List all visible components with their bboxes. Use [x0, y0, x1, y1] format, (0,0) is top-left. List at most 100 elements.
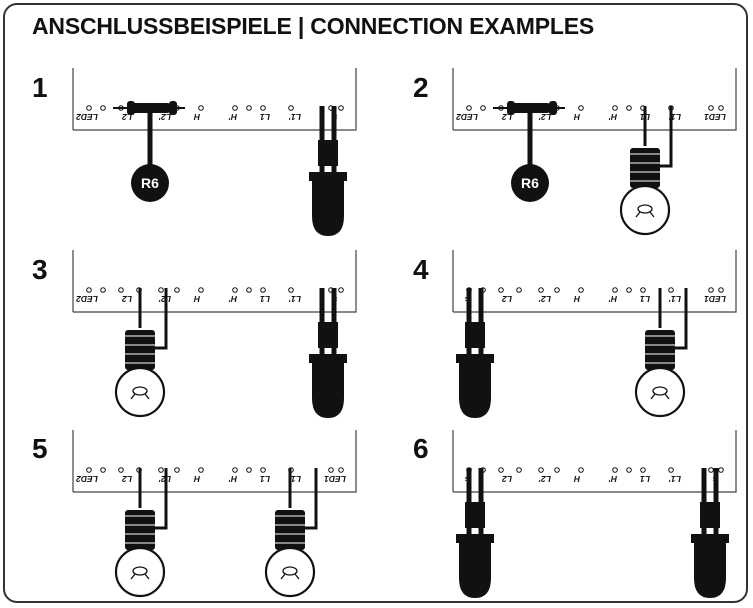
terminal-label: H'	[228, 474, 237, 484]
terminal-label: L1'	[288, 294, 301, 304]
terminal-hole	[718, 467, 724, 473]
terminal-hole	[198, 105, 204, 111]
led-icon	[694, 542, 726, 598]
terminal-hole	[516, 467, 522, 473]
led-flange	[456, 354, 494, 363]
panel-number-3: 3	[32, 254, 48, 285]
terminal-hole	[86, 105, 92, 111]
led-icon	[459, 542, 491, 598]
terminal-label: L1'	[288, 112, 301, 122]
bulb-socket	[125, 510, 155, 550]
terminal-label: L1	[260, 112, 270, 122]
terminal-hole	[86, 467, 92, 473]
terminal-hole	[158, 287, 164, 293]
terminal-label: H'	[228, 294, 237, 304]
terminal-block-outline	[452, 430, 737, 493]
terminal-label: L1	[640, 294, 650, 304]
bulb-wire	[154, 288, 168, 350]
terminal-label: LED1	[704, 112, 726, 122]
terminal-hole	[538, 287, 544, 293]
bulb-filament	[650, 393, 670, 400]
led-sleeve	[318, 140, 338, 166]
led-icon	[312, 362, 344, 418]
terminal-hole	[466, 105, 472, 111]
bulb-icon	[264, 546, 316, 598]
terminal-hole	[100, 467, 106, 473]
terminal-label: H	[573, 474, 580, 484]
bulb-filament	[652, 386, 668, 396]
terminal-hole	[626, 105, 632, 111]
terminal-hole	[708, 467, 714, 473]
terminal-label: L2	[122, 112, 132, 122]
terminal-hole	[708, 105, 714, 111]
led-sleeve	[465, 322, 485, 348]
bulb-socket	[275, 510, 305, 550]
terminal-label: L2	[502, 294, 512, 304]
terminal-hole	[554, 467, 560, 473]
terminal-label: L1'	[288, 474, 301, 484]
terminal-hole	[554, 287, 560, 293]
terminal-hole	[516, 287, 522, 293]
led-icon	[459, 362, 491, 418]
terminal-hole	[260, 467, 266, 473]
terminal-hole	[232, 287, 238, 293]
resistor-body	[131, 103, 171, 113]
terminal-label: H'	[608, 112, 617, 122]
resistor-cap	[549, 101, 557, 115]
terminal-label: LED2	[76, 112, 98, 122]
bulb-wire	[659, 106, 673, 168]
terminal-label: L1	[260, 474, 270, 484]
bulb-filament	[282, 566, 298, 576]
terminal-label: H	[193, 474, 200, 484]
terminal-hole	[612, 105, 618, 111]
terminal-hole	[118, 287, 124, 293]
terminal-label: H	[193, 294, 200, 304]
resistor-tag-icon	[511, 164, 549, 202]
panel-number-6: 6	[413, 433, 429, 464]
terminal-hole	[498, 467, 504, 473]
bulb-filament	[280, 573, 300, 580]
terminal-label: LED1	[324, 474, 346, 484]
panel-number-5: 5	[32, 433, 48, 464]
page-title: ANSCHLUSSBEISPIELE | CONNECTION EXAMPLES	[32, 13, 595, 39]
resistor-label: R6	[521, 175, 539, 191]
terminal-hole	[626, 467, 632, 473]
bulb-socket	[645, 330, 675, 370]
terminal-hole	[668, 287, 674, 293]
terminal-hole	[612, 287, 618, 293]
terminal-hole	[538, 467, 544, 473]
led-flange	[309, 354, 347, 363]
terminal-hole	[718, 105, 724, 111]
terminal-hole	[480, 105, 486, 111]
resistor-cap	[127, 101, 135, 115]
led-flange	[456, 534, 494, 543]
terminal-label: L2'	[538, 474, 551, 484]
bulb-filament	[635, 211, 655, 218]
terminal-hole	[174, 467, 180, 473]
bulb-icon	[114, 366, 166, 418]
resistor-tag-icon	[131, 164, 169, 202]
terminal-label: L1'	[668, 294, 681, 304]
led-sleeve	[700, 502, 720, 528]
terminal-label: LED2	[76, 294, 98, 304]
terminal-label: H	[193, 112, 200, 122]
terminal-label: L2	[502, 112, 512, 122]
terminal-hole	[260, 105, 266, 111]
terminal-block-outline	[452, 68, 737, 131]
terminal-label: LED1	[704, 294, 726, 304]
terminal-hole	[100, 105, 106, 111]
terminal-hole	[498, 287, 504, 293]
terminal-hole	[246, 467, 252, 473]
terminal-hole	[612, 467, 618, 473]
terminal-label: L2	[122, 474, 132, 484]
terminal-hole	[174, 287, 180, 293]
terminal-label: H	[573, 294, 580, 304]
bulb-socket	[630, 148, 660, 188]
terminal-hole	[328, 467, 334, 473]
terminal-block-outline	[72, 68, 357, 131]
terminal-label: H'	[228, 112, 237, 122]
